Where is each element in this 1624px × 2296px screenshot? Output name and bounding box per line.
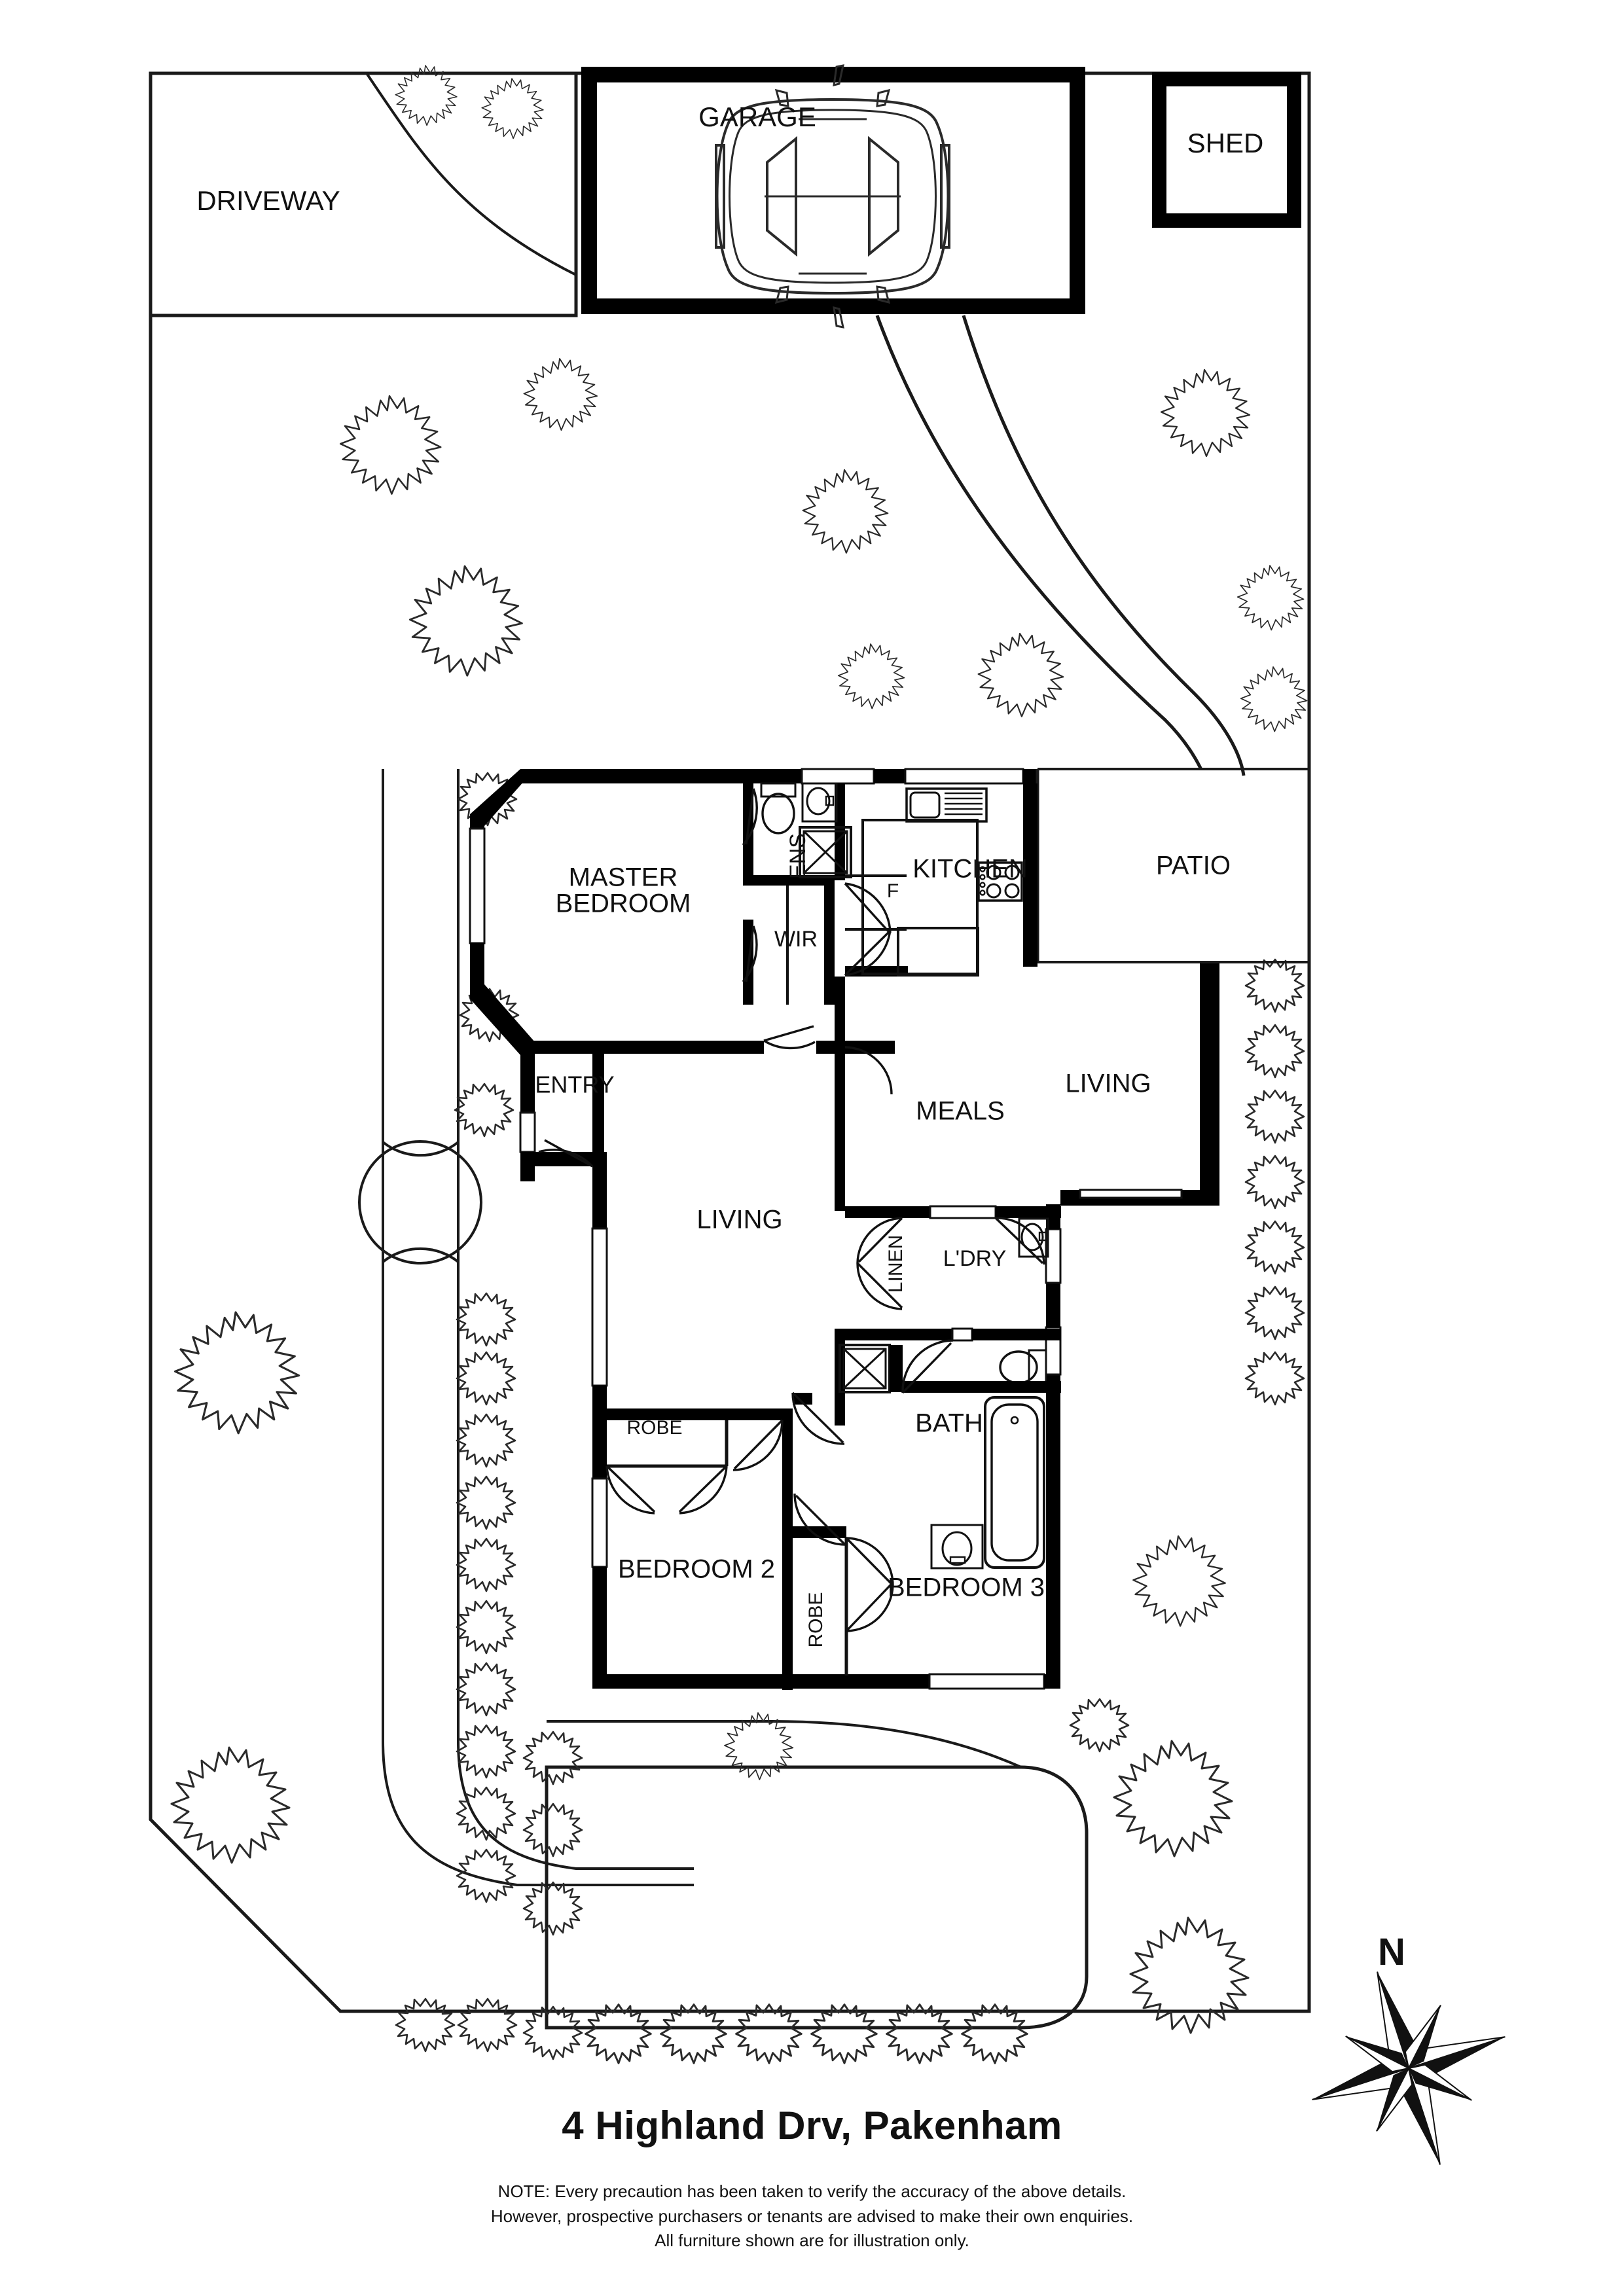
room-label-driveway: DRIVEWAY [196, 185, 340, 216]
page-title: 4 Highland Drv, Pakenham [562, 2104, 1062, 2147]
vanity-icon [930, 1524, 984, 1570]
laundry-trough-icon [1018, 1217, 1049, 1258]
room-label-kitchen: KITCHEN [912, 855, 1028, 884]
room-label-living-front: LIVING [696, 1206, 782, 1234]
room-label-robe-bed3: ROBE [805, 1592, 827, 1647]
compass-rose-icon: N [1312, 1931, 1506, 2165]
house-structure [469, 768, 1309, 1690]
room-label-bedroom-3: BEDROOM 3 [888, 1573, 1045, 1602]
title-block: 4 Highland Drv, Pakenham [0, 2104, 1624, 2147]
north-label: N [1378, 1931, 1405, 1973]
room-label-living-rear: LIVING [1065, 1069, 1151, 1098]
room-label-entry: ENTRY [535, 1071, 614, 1098]
front-trees [339, 65, 1308, 793]
rear-lawn [522, 1712, 1089, 2064]
room-label-bedroom-2: BEDROOM 2 [618, 1555, 775, 1584]
room-label-linen: LINEN [885, 1235, 907, 1293]
room-label-shed: SHED [1187, 128, 1264, 158]
room-label-garage: GARAGE [698, 101, 816, 132]
room-label-patio: PATIO [1156, 852, 1231, 880]
shed-structure [1152, 72, 1301, 228]
room-label-wir: WIR [774, 927, 818, 952]
sink-icon [905, 787, 988, 823]
note-line-3: All furniture shown are for illustration… [655, 2231, 969, 2251]
room-label-bath: BATH [915, 1409, 983, 1438]
room-label-ensuite: ENS [785, 833, 810, 879]
room-label-laundry: L'DRY [943, 1246, 1007, 1271]
room-label-robe-bed2: ROBE [626, 1417, 682, 1439]
ensuite-fixtures [760, 782, 852, 878]
driveway-area [149, 71, 578, 317]
note-line-2: However, prospective purchasers or tenan… [490, 2206, 1134, 2226]
room-label-fridge: F [887, 880, 899, 902]
room-label-master-bedroom: MASTER [569, 863, 678, 892]
room-label-master-bedroom2: BEDROOM [556, 889, 691, 918]
note-line-1: NOTE: Every precaution has been taken to… [497, 2181, 1127, 2201]
left-landscape [170, 769, 694, 2053]
disclaimer-notes: NOTE: Every precaution has been taken to… [0, 2179, 1624, 2253]
car-top-view [715, 64, 950, 329]
bathtub-icon [984, 1396, 1045, 1569]
room-label-meals: MEALS [916, 1097, 1005, 1126]
door-swings [538, 788, 1045, 1632]
garage-structure [581, 64, 1085, 329]
cooktop-icon [977, 861, 1023, 902]
